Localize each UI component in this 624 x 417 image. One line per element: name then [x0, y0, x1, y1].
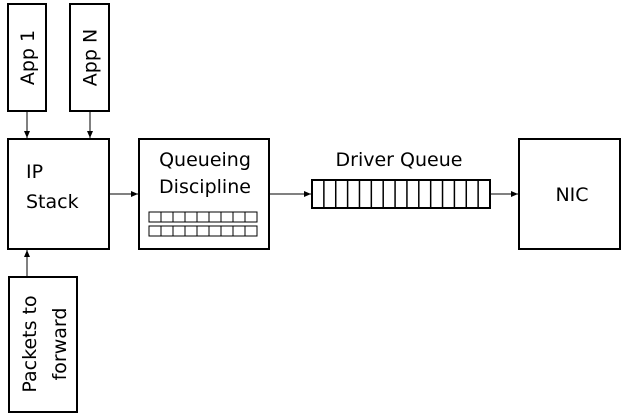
- app-1-label: App 1: [17, 30, 39, 85]
- qdisc-queue-cell: [208, 225, 222, 237]
- qdisc-queue-cell: [232, 225, 246, 237]
- packets-to-forward-node: Packets to forward: [8, 276, 78, 413]
- qdisc-queue-cell: [244, 211, 258, 223]
- qdisc-queue-cell: [172, 211, 186, 223]
- qdisc-queue-cell: [220, 225, 234, 237]
- qdisc-queue-cell: [160, 211, 174, 223]
- app-n-label: App N: [80, 29, 102, 86]
- qdisc-queue-cell: [208, 211, 222, 223]
- qdisc-queue-cell: [244, 225, 258, 237]
- qdisc-queue-cell: [160, 225, 174, 237]
- qdisc-queue-cell: [220, 211, 234, 223]
- packets-to-forward-box: [8, 276, 78, 413]
- qdisc-queues: [148, 211, 258, 237]
- qdisc-queue-cell: [196, 225, 210, 237]
- driver-queue-ring: [311, 179, 491, 209]
- qdisc-queue-cell: [196, 211, 210, 223]
- qdisc-queue-cell: [148, 225, 162, 237]
- nic-node: NIC: [518, 138, 621, 250]
- driver-queue-slots: [323, 180, 479, 208]
- app-1-box: [7, 3, 47, 112]
- qdisc-queue-cell: [184, 211, 198, 223]
- nic-box: [518, 138, 621, 250]
- ip-stack-label-line1: IP: [26, 161, 43, 183]
- ip-stack-box: [7, 138, 110, 250]
- ip-stack-label-line2: Stack: [26, 191, 79, 213]
- app-1-node: App 1: [7, 3, 47, 112]
- driver-queue-node: Driver Queue: [311, 149, 491, 209]
- nic-label: NIC: [555, 184, 588, 206]
- queueing-discipline-label-line1: Queueing: [159, 149, 251, 171]
- qdisc-queue-cell: [184, 225, 198, 237]
- app-n-node: App N: [69, 3, 110, 112]
- packets-to-forward-label-line2: forward: [49, 308, 71, 381]
- ip-stack-node: IP Stack: [7, 138, 110, 250]
- qdisc-queue-cell: [172, 225, 186, 237]
- driver-queue-label: Driver Queue: [336, 149, 463, 171]
- qdisc-queue-cell: [148, 211, 162, 223]
- packets-to-forward-label-line1: Packets to: [19, 295, 41, 392]
- qdisc-queue-cell: [232, 211, 246, 223]
- queueing-discipline-label-line2: Discipline: [159, 176, 251, 198]
- queueing-discipline-node: Queueing Discipline: [138, 138, 270, 250]
